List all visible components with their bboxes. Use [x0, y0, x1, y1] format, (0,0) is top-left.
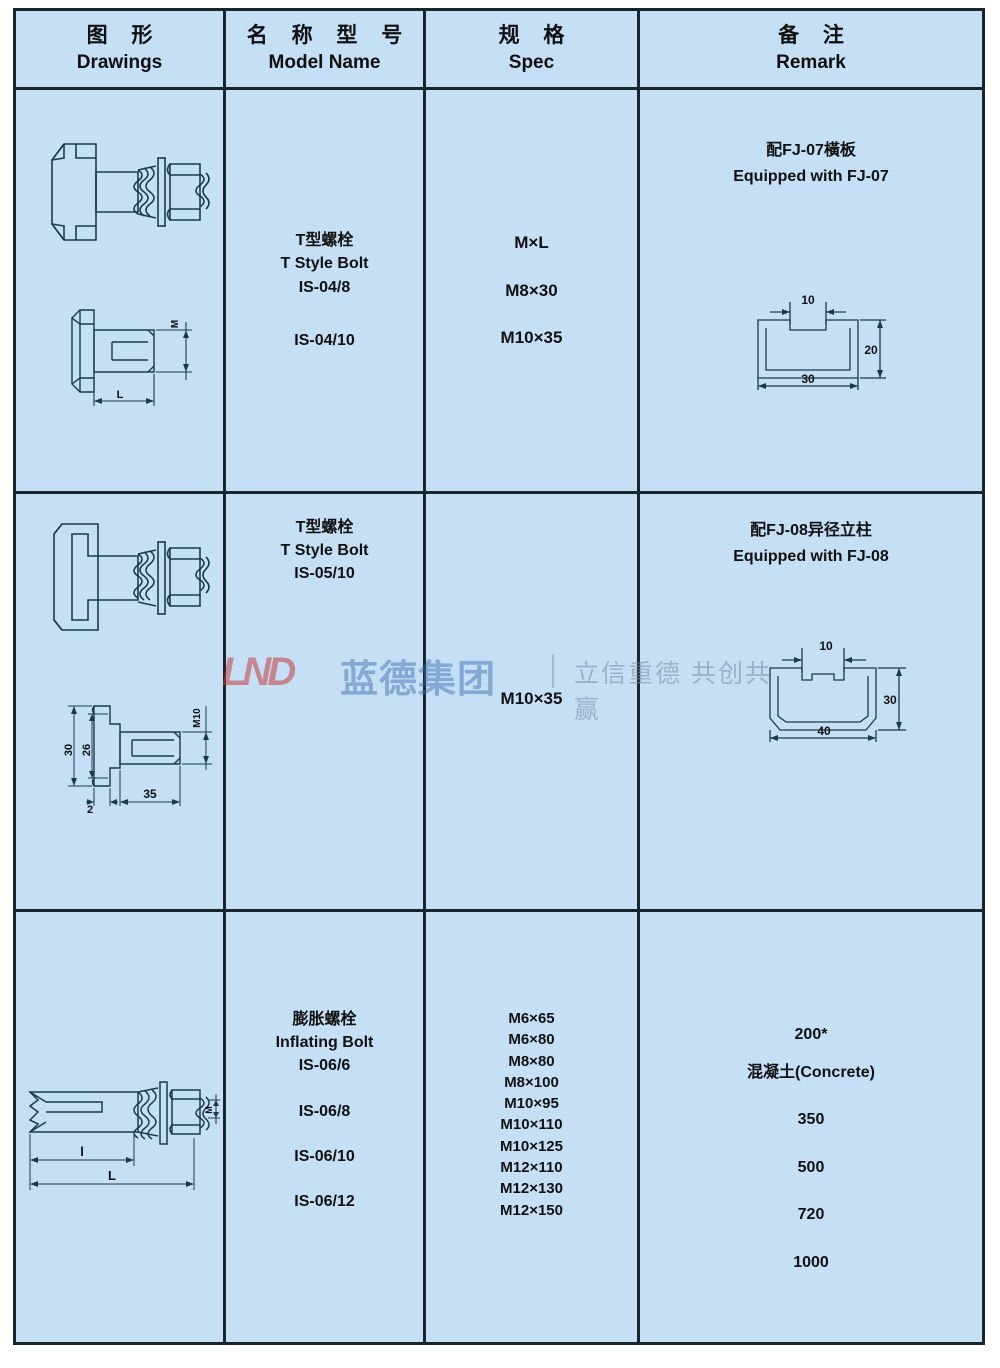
spec-block: M6×65 M6×80 M8×80 M8×100 M10×95 M10×110 … — [426, 1008, 637, 1221]
t-style-bolt-dimension-drawing: L M — [70, 309, 192, 406]
spec-value: M6×80 — [508, 1031, 555, 1049]
remark-text-block: 配FJ-07橫板 Equipped with FJ-07 — [640, 138, 982, 189]
dim-thread: M — [204, 1106, 214, 1114]
remark-value: 720 — [797, 1206, 825, 1224]
spec-value: M10×95 — [504, 1095, 559, 1113]
table-row: L M T型螺栓 T Style Bolt IS-04/8 IS-04/10 M… — [16, 90, 982, 494]
spec-value: M8×30 — [505, 280, 558, 300]
dim-width: 30 — [801, 372, 815, 386]
spec-value: M10×110 — [500, 1116, 563, 1134]
remark-cn: 混凝土(Concrete) — [746, 1063, 875, 1081]
dim-flange: 2 — [87, 804, 93, 814]
header-remark-cn: 备 注 — [778, 23, 853, 47]
spec-value: M10×35 — [500, 328, 563, 348]
dim-label-length: L — [117, 389, 124, 401]
t-style-bolt-hooked-dimension-drawing: 30 26 2 35 M10 — [63, 705, 212, 814]
row1-drawing-cell: L M — [16, 90, 226, 491]
model-code: IS-06/12 — [294, 1192, 355, 1210]
table-row: 30 26 2 35 M10 T型螺栓 T Style Bolt IS-05/1… — [16, 494, 982, 912]
dim-total: L — [108, 1168, 116, 1183]
product-specification-table: 图 形 Drawings 名 称 型 号 Model Name 规 格 Spec… — [13, 8, 985, 1345]
spec-value: M6×65 — [508, 1010, 555, 1027]
model-code: IS-06/10 — [294, 1147, 355, 1165]
dim-inner-height: 26 — [81, 744, 93, 756]
row3-remark-cell: 200* 混凝土(Concrete) 350 500 720 1000 — [640, 912, 982, 1342]
header-cell-model-name: 名 称 型 号 Model Name — [226, 11, 426, 87]
header-drawings-cn: 图 形 — [86, 23, 162, 47]
remark-text-block: 200* 混凝土(Concrete) 350 500 720 1000 — [640, 1022, 982, 1276]
spec-block: M10×35 — [426, 686, 637, 712]
row3-model-cell: 膨胀螺栓 Inflating Bolt IS-06/6 IS-06/8 IS-0… — [226, 912, 426, 1342]
remark-en: Equipped with FJ-08 — [733, 547, 889, 565]
spec-value: M8×80 — [508, 1052, 555, 1070]
spec-value: M12×150 — [500, 1201, 563, 1219]
t-style-bolt-assembly-drawing — [51, 143, 210, 241]
c-channel-profile-fj08-diagram: 10 30 40 — [769, 639, 906, 742]
model-name-en: Inflating Bolt — [275, 1034, 374, 1052]
model-code: IS-04/10 — [294, 331, 355, 349]
header-drawings-en: Drawings — [76, 51, 163, 73]
spec-block: M×L M8×30 M10×35 — [501, 230, 563, 351]
dim-width: 40 — [817, 724, 831, 738]
header-spec-cn: 规 格 — [498, 23, 574, 47]
row3-drawing-cell: l L M — [16, 912, 226, 1342]
model-code: IS-06/8 — [298, 1102, 351, 1120]
model-name-cn: T型螺栓 — [295, 232, 354, 250]
dim-length: 35 — [143, 787, 157, 801]
spec-value: M10×125 — [500, 1137, 563, 1155]
table-row: l L M 膨胀螺栓 Inflating Bolt IS-06/6 IS-06/… — [16, 912, 982, 1342]
remark-value: 350 — [797, 1111, 825, 1129]
row3-spec-cell: M6×65 M6×80 M8×80 M8×100 M10×95 M10×110 … — [426, 912, 640, 1342]
dim-sleeve: l — [80, 1144, 84, 1159]
header-model-en: Model Name — [268, 51, 381, 73]
header-spec-en: Spec — [508, 51, 555, 73]
row2-drawing-cell: 30 26 2 35 M10 — [16, 494, 226, 909]
model-block: 膨胀螺栓 Inflating Bolt IS-06/6 IS-06/8 IS-0… — [226, 1008, 423, 1213]
t-style-bolt-hooked-assembly-drawing — [53, 523, 210, 631]
header-cell-spec: 规 格 Spec — [426, 11, 640, 87]
model-code: IS-06/6 — [298, 1057, 351, 1075]
row2-spec-cell: M10×35 — [426, 494, 640, 909]
row2-remark-cell: 配FJ-08异径立柱 Equipped with FJ-08 — [640, 494, 982, 909]
dim-thread: M10 — [192, 708, 203, 728]
inflating-expansion-bolt-drawing: l L M — [28, 1081, 220, 1190]
spec-value: M10×35 — [500, 689, 563, 708]
header-remark-en: Remark — [776, 51, 846, 73]
remark-cn: 配FJ-08异径立柱 — [750, 522, 872, 539]
dim-label-thread: M — [170, 320, 181, 328]
header-cell-remark: 备 注 Remark — [640, 11, 982, 87]
dim-slot: 10 — [819, 639, 833, 653]
row1-model-cell: T型螺栓 T Style Bolt IS-04/8 IS-04/10 — [226, 90, 426, 491]
spec-value: M12×110 — [500, 1159, 563, 1177]
model-code: IS-05/10 — [294, 565, 355, 583]
remark-en: Equipped with FJ-07 — [733, 167, 889, 185]
dim-outer-height: 30 — [63, 744, 75, 756]
row1-remark-cell: 配FJ-07橫板 Equipped with FJ-07 — [640, 90, 982, 491]
remark-cn: 配FJ-07橫板 — [766, 142, 856, 159]
spec-value: M8×100 — [504, 1073, 559, 1091]
dim-height: 20 — [864, 343, 878, 357]
dim-slot: 10 — [801, 293, 815, 307]
row1-spec-cell: M×L M8×30 M10×35 — [426, 90, 640, 491]
header-model-cn: 名 称 型 号 — [246, 23, 412, 47]
spec-value: M×L — [514, 233, 549, 253]
model-name-en: T Style Bolt — [280, 255, 369, 273]
model-code: IS-04/8 — [298, 278, 351, 296]
remark-value: 200* — [794, 1026, 828, 1043]
spec-value: M12×130 — [500, 1180, 563, 1198]
remark-value: 500 — [797, 1158, 825, 1176]
model-name-en: T Style Bolt — [280, 542, 369, 560]
remark-value: 1000 — [793, 1253, 829, 1271]
model-block: T型螺栓 T Style Bolt IS-04/8 IS-04/10 — [280, 229, 368, 352]
table-header-row: 图 形 Drawings 名 称 型 号 Model Name 规 格 Spec… — [16, 11, 982, 90]
row2-model-cell: T型螺栓 T Style Bolt IS-05/10 — [226, 494, 426, 909]
model-block: T型螺栓 T Style Bolt IS-05/10 — [226, 516, 423, 586]
remark-text-block: 配FJ-08异径立柱 Equipped with FJ-08 — [640, 518, 982, 569]
model-name-cn: T型螺栓 — [295, 519, 354, 536]
c-channel-profile-fj07-diagram: 10 20 30 — [757, 293, 886, 390]
model-name-cn: 膨胀螺栓 — [292, 1011, 357, 1028]
dim-height: 30 — [883, 693, 897, 707]
header-cell-drawings: 图 形 Drawings — [16, 11, 226, 87]
